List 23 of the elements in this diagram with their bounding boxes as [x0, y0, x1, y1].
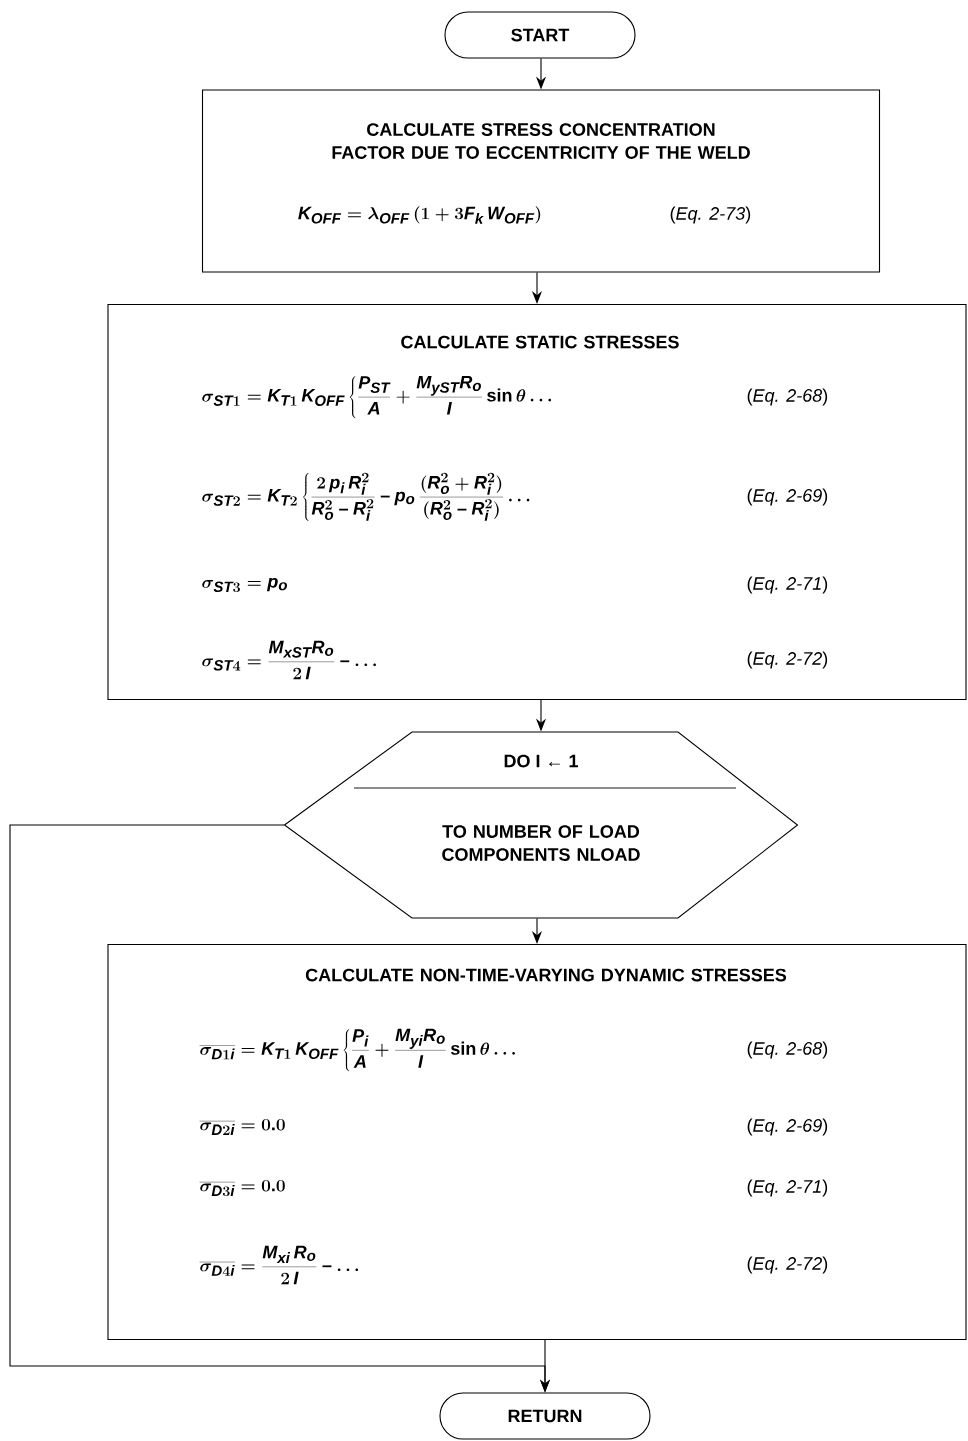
- equation-reference: (Eq. 2-69): [747, 1118, 828, 1136]
- formula: $\overline{\sigma_{D1i}} = K_{T1}\,K_{OFF}\left\{\frac{P_i}{A} + \frac{M_{yi}R_o}{I}\sin\theta\ldots\right.$: [199, 1028, 515, 1072]
- formula: $\overline{\sigma_{D2i}} = 0.0$: [199, 1118, 285, 1135]
- equation-reference: (Eq. 2-68): [747, 388, 828, 406]
- heading: CALCULATE NON-TIME-VARYING DYNAMIC STRESSES: [305, 968, 787, 982]
- equation-reference: (Eq. 2-73): [670, 206, 751, 224]
- equation-reference: (Eq. 2-71): [747, 1179, 828, 1197]
- heading: CALCULATE STRESS CONCENTRATION FACTOR DUE TO ECCENTRICITY OF THE WELD: [332, 123, 750, 159]
- heading: CALCULATE STATIC STRESSES: [401, 335, 679, 349]
- formula: $\sigma_{ST1} = K_{T1}\,K_{OFF}\left\{\frac{P_{ST}}{A} + \frac{M_{yST}R_o}{I}\sin\theta\ldots\right.$: [202, 375, 552, 419]
- equation-reference: (Eq. 2-71): [747, 576, 828, 594]
- formula: $\sigma_{ST2} = K_{T2}\left\{\frac{2\,p_i\,R_i^2}{R_o^2-R_i^2} - p_o\,\frac{(R_o^2+R_i^2)}{(R_o^2-R_i^2)}\ldots\right.$: [202, 472, 530, 522]
- formula: $\sigma_{ST3} = p_o$: [202, 577, 287, 593]
- formula: $\sigma_{ST4} = \frac{M_{xST}R_o}{2\,I} - \ldots$: [202, 640, 376, 680]
- formula: $\overline{\sigma_{D4i}} = \frac{M_{xi}\,R_o}{2\,I} - \ldots$: [199, 1245, 359, 1285]
- equation-reference: (Eq. 2-69): [747, 488, 828, 506]
- equation-reference: (Eq. 2-72): [747, 651, 828, 669]
- equation-reference: (Eq. 2-72): [747, 1256, 828, 1274]
- formula: $\overline{\sigma_{D3i}} = 0.0$: [199, 1179, 285, 1197]
- loop-header: DO I ← 1: [504, 754, 578, 768]
- loop-condition: TO NUMBER OF LOAD COMPONENTS NLOAD: [442, 825, 640, 861]
- formula: $K_{OFF} = \lambda_{OFF}\,(1 + 3F_k\,W_{OFF})$: [298, 206, 541, 224]
- equation-reference: (Eq. 2-68): [747, 1041, 828, 1059]
